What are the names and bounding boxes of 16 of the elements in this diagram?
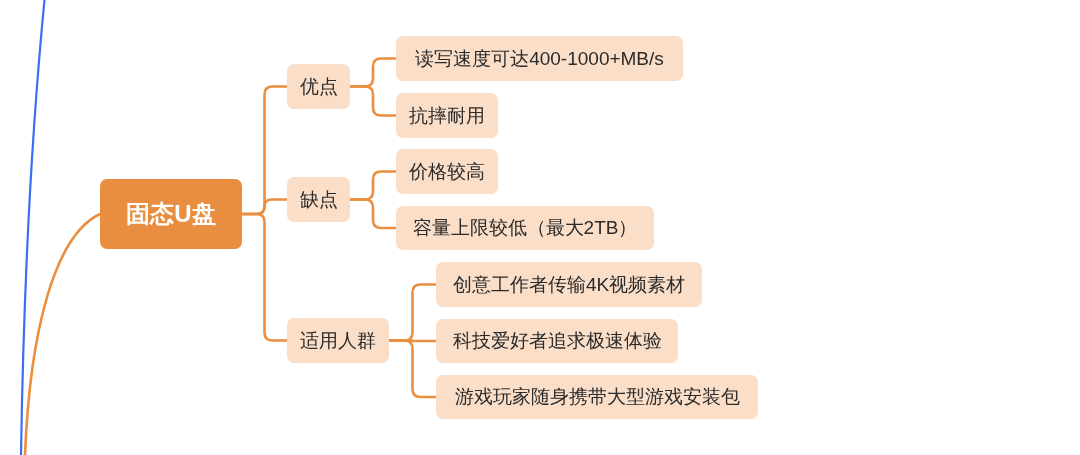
topic-box: 适用人群	[287, 318, 389, 363]
subtopic-box: 价格较高	[396, 149, 498, 194]
subtopic-box: 科技爱好者追求极速体验	[436, 319, 678, 363]
connector-line	[389, 339, 436, 399]
subtopic-box: 读写速度可达400-1000+MB/s	[396, 36, 683, 81]
subtopic-box: 创意工作者传输4K视频素材	[436, 262, 702, 307]
subtopic-box: 游戏玩家随身携带大型游戏安装包	[436, 375, 758, 419]
central-topic-box: 固态U盘	[100, 179, 242, 249]
subtopic-box: 容量上限较低（最大2TB）	[396, 206, 654, 250]
connector-line	[350, 85, 396, 117]
connector-line	[242, 212, 287, 342]
connector-line	[350, 198, 396, 230]
topic-box: 缺点	[287, 177, 350, 222]
subtopic-box: 抗摔耐用	[396, 93, 498, 138]
connector-line	[23, 212, 101, 455]
topic-box: 优点	[287, 64, 350, 109]
